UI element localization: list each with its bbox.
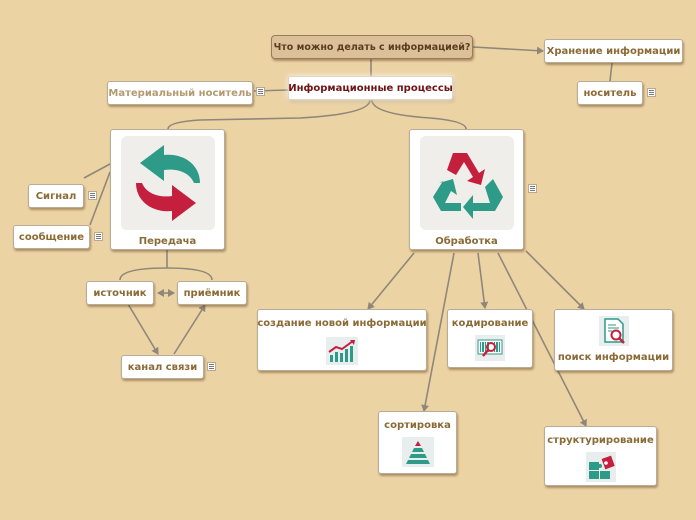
root-topic[interactable]: Что можно делать с информацией?	[271, 35, 473, 59]
node-sorting[interactable]: сортировка	[378, 411, 457, 474]
node-receiver-label: приёмник	[183, 287, 241, 299]
node-coding-label: кодирование	[451, 318, 529, 329]
node-storage-label: Хранение информации	[546, 45, 681, 57]
node-create-new-label: создание новой информации	[257, 318, 427, 329]
node-source-label: источник	[93, 287, 147, 299]
document-search-icon	[598, 316, 629, 349]
node-sorting-label: сортировка	[384, 420, 451, 431]
root-topic-label: Что можно делать с информацией?	[273, 41, 471, 53]
central-topic-label: Информационные процессы	[288, 82, 453, 94]
node-processing-label: Обработка	[435, 236, 498, 247]
edge-transfer-receiver	[166, 267, 213, 281]
note-icon[interactable]	[94, 232, 103, 241]
edge-processing-coding	[477, 252, 489, 309]
edge-transfer-signal	[83, 163, 111, 179]
edge-storage-carrier	[609, 62, 613, 82]
node-material-label: Материальный носитель	[108, 87, 252, 99]
node-signal-label: Сигнал	[35, 190, 77, 202]
node-material[interactable]: Материальный носитель	[107, 81, 253, 105]
note-icon[interactable]	[88, 191, 97, 200]
note-icon[interactable]	[256, 87, 265, 96]
node-message[interactable]: сообщение	[13, 225, 90, 249]
edge-central-transfer	[167, 99, 371, 130]
edge-root-storage	[472, 46, 544, 55]
central-topic[interactable]: Информационные процессы	[288, 76, 453, 100]
node-source[interactable]: источник	[86, 281, 154, 305]
node-structuring[interactable]: структурирование	[544, 426, 657, 486]
edge-processing-sorting	[421, 252, 455, 412]
edge-central-processing	[371, 99, 467, 130]
node-channel-label: канал связи	[127, 361, 198, 373]
edge-processing-create	[367, 252, 415, 310]
node-create-new[interactable]: создание новой информации	[257, 309, 427, 371]
pyramid-icon	[401, 437, 434, 470]
node-carrier-label: носитель	[583, 87, 637, 99]
note-icon[interactable]	[207, 362, 216, 371]
swap-arrows-icon	[120, 136, 215, 230]
node-search-label: поиск информации	[557, 352, 670, 363]
edge-transfer-message	[89, 171, 111, 226]
edge-source-channel	[127, 303, 159, 355]
node-signal[interactable]: Сигнал	[28, 184, 84, 208]
node-carrier[interactable]: носитель	[577, 81, 643, 105]
node-processing[interactable]: Обработка	[409, 129, 524, 250]
note-icon[interactable]	[528, 184, 537, 193]
node-search[interactable]: поиск информации	[554, 309, 673, 371]
node-structuring-label: структурирование	[547, 435, 654, 446]
node-transfer[interactable]: Передача	[110, 129, 225, 250]
edge-transfer-source	[119, 267, 168, 281]
note-icon[interactable]	[647, 88, 656, 97]
node-receiver[interactable]: приёмник	[177, 281, 247, 305]
edge-channel-receiver	[173, 304, 206, 355]
node-coding[interactable]: кодирование	[447, 309, 533, 368]
barcode-magnifier-icon	[475, 335, 505, 364]
node-channel[interactable]: канал связи	[121, 355, 204, 379]
edge-processing-search	[525, 250, 585, 310]
puzzle-icon	[585, 452, 616, 485]
node-storage[interactable]: Хранение информации	[544, 39, 683, 63]
growth-chart-icon	[326, 337, 358, 368]
edge-processing-structuring	[497, 252, 587, 427]
node-message-label: сообщение	[18, 231, 85, 243]
node-transfer-label: Передача	[138, 236, 197, 247]
recycle-icon	[419, 136, 514, 230]
